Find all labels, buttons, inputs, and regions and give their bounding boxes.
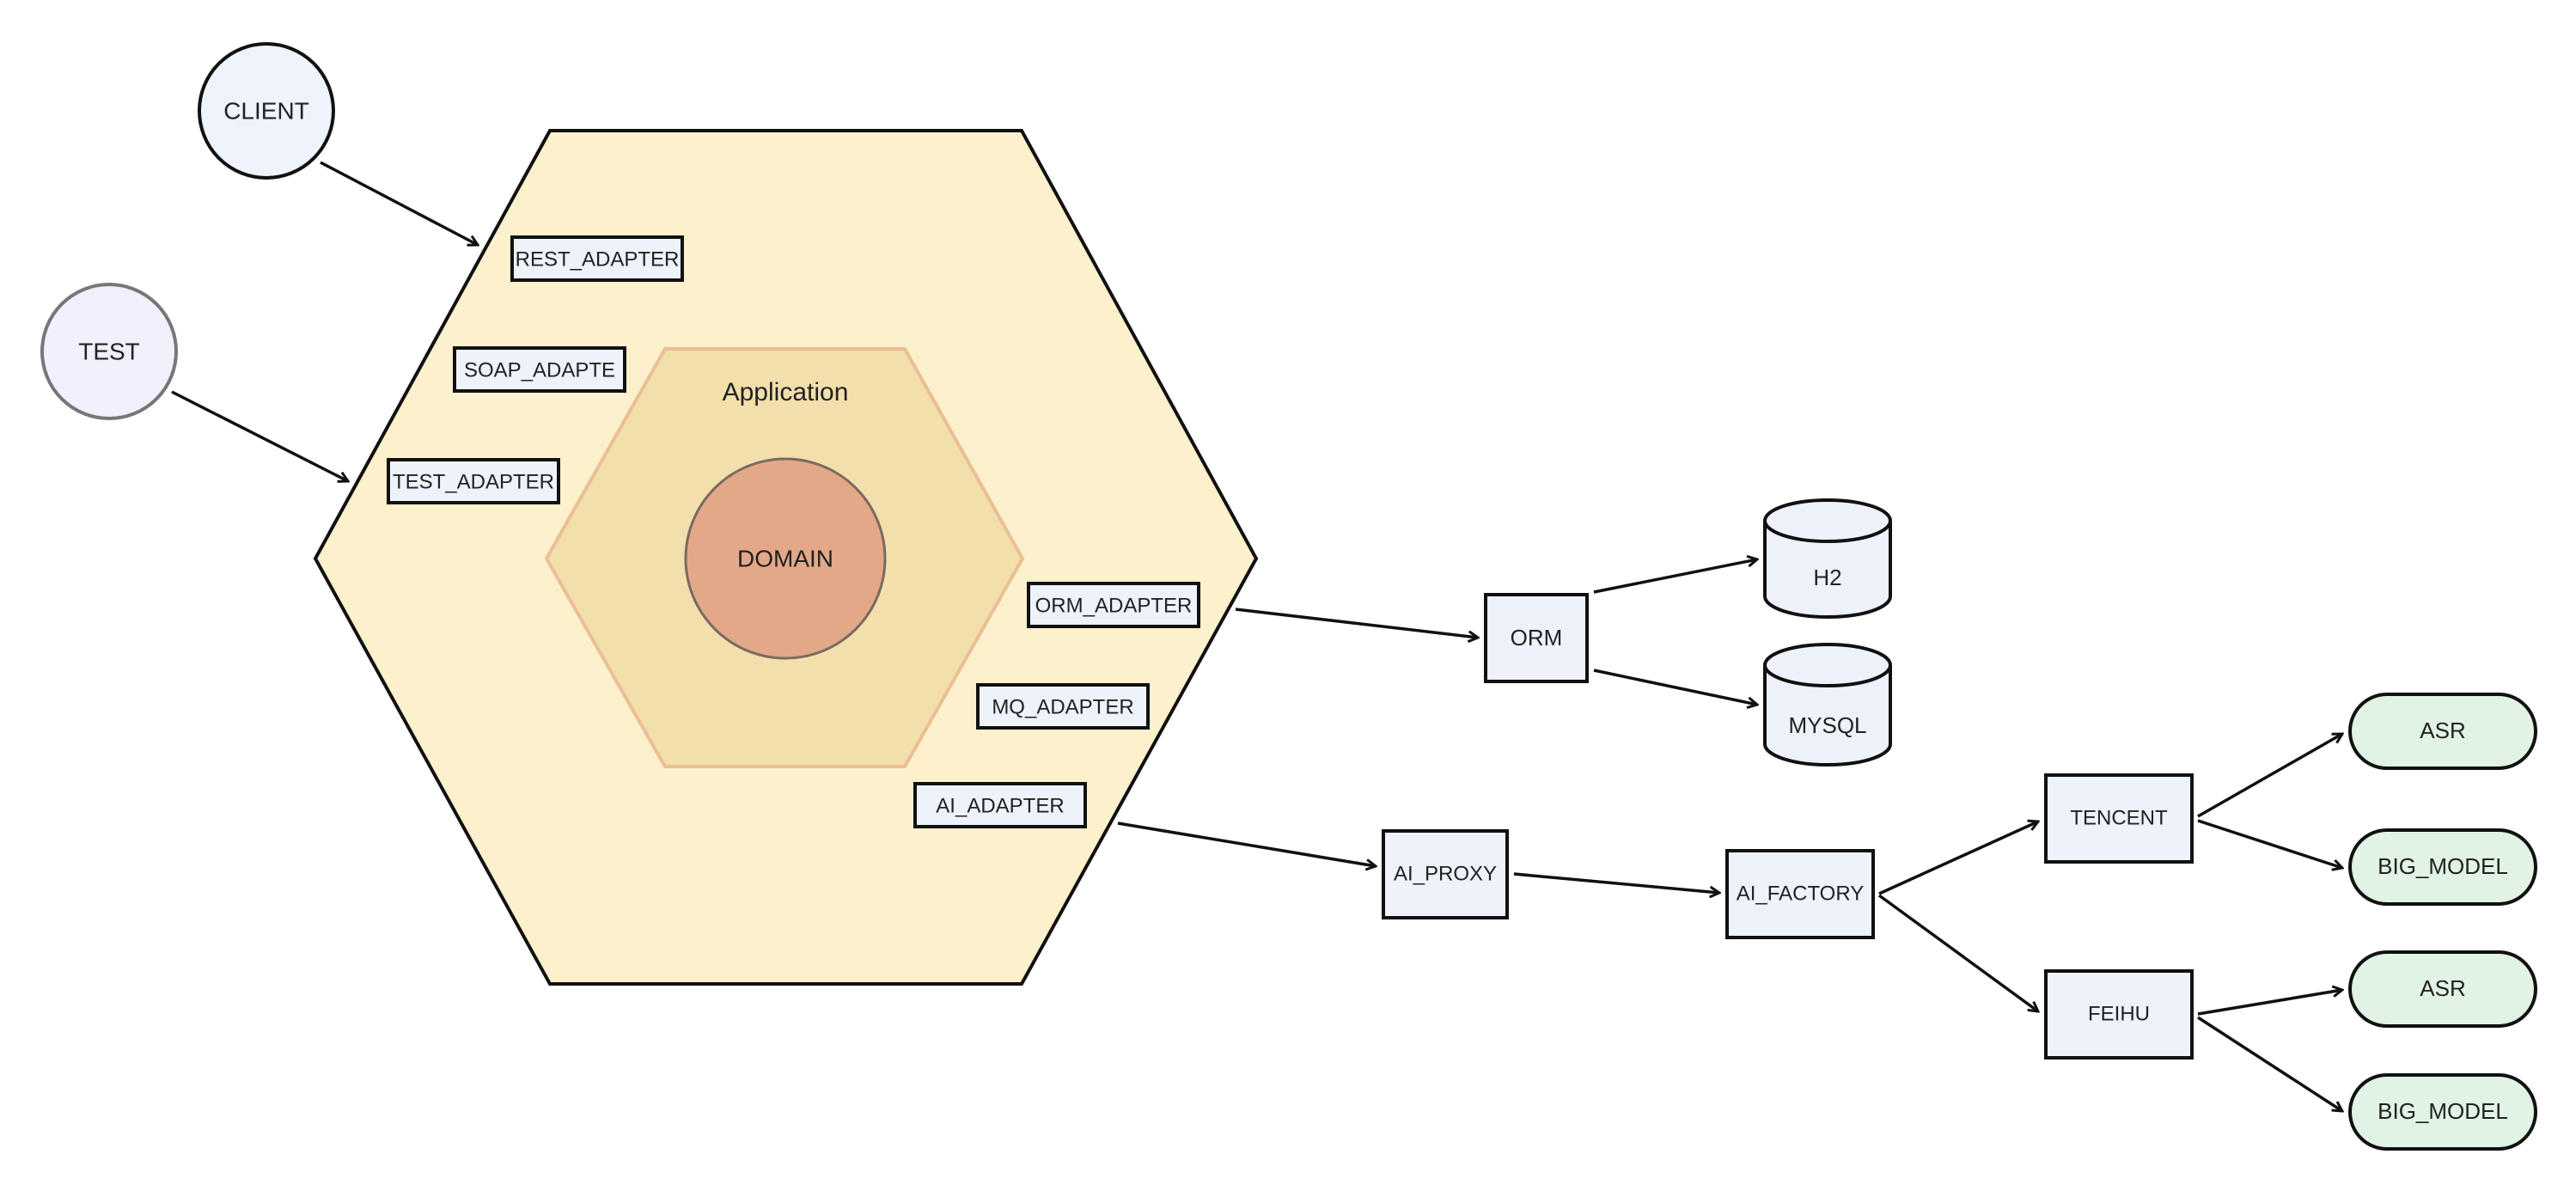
application-label: Application [723,378,849,406]
domain-circle [684,457,887,660]
orm-label: ORM [1511,625,1563,650]
ai-proxy-node: AI_PROXY [1382,829,1509,919]
feihu-asr-label: ASR [2420,975,2465,1001]
tencent-asr-pill: ASR [2348,693,2537,770]
adapter-mq-label: MQ_ADAPTER [992,695,1133,718]
adapter-mq: MQ_ADAPTER [976,683,1150,730]
h2-label: H2 [1813,565,1841,590]
arrow-tencent-to-asr [2197,734,2342,818]
arrow-client-to-rest [320,161,478,245]
arrow-proxy-to-factory [1513,872,1719,893]
feihu-label: FEIHU [2088,1002,2150,1025]
arrow-test-to-test-adapter [171,390,348,481]
ai-proxy-label: AI_PROXY [1394,862,1497,885]
arrow-orm-adapter-to-orm [1235,608,1478,638]
adapter-test-label: TEST_ADAPTER [393,470,554,493]
adapter-orm: ORM_ADAPTER [1027,582,1200,628]
arrow-ai-adapter-to-proxy [1117,821,1376,866]
adapter-soap-label: SOAP_ADAPTE [464,358,615,382]
client-label: CLIENT [223,97,309,124]
test-circle [40,283,178,420]
feihu-big-model-pill: BIG_MODEL [2348,1073,2537,1151]
tencent-label: TENCENT [2070,806,2168,829]
arrow-orm-to-h2 [1593,559,1757,594]
arrow-orm-to-mysql [1593,669,1757,705]
orm-node: ORM [1484,593,1589,683]
feihu-big-model-label: BIG_MODEL [2378,1098,2508,1124]
mysql-database: MYSQL [1763,643,1892,767]
mysql-label: MYSQL [1788,712,1866,738]
h2-database: H2 [1763,498,1892,619]
feihu-asr-pill: ASR [2348,950,2537,1028]
adapter-rest: REST_ADAPTER [510,235,684,282]
ai-factory-node: AI_FACTORY [1725,849,1875,939]
arrow-factory-to-tencent [1878,821,2038,895]
tencent-node: TENCENT [2044,773,2194,864]
tencent-asr-label: ASR [2420,718,2465,743]
arrow-factory-to-feihu [1877,894,2038,1011]
arrow-feihu-to-asr [2197,990,2342,1016]
arrow-feihu-to-big-model [2197,1016,2342,1111]
adapter-ai: AI_ADAPTER [913,782,1087,828]
adapter-ai-label: AI_ADAPTER [936,794,1064,817]
arrow-tencent-to-big-model [2197,819,2342,868]
adapter-test: TEST_ADAPTER [387,458,560,504]
connectors [171,161,2342,1111]
adapter-rest-label: REST_ADAPTER [516,247,680,271]
ai-factory-label: AI_FACTORY [1737,882,1865,905]
domain-label: DOMAIN [737,545,833,571]
tencent-big-model-pill: BIG_MODEL [2348,828,2537,906]
tencent-big-model-label: BIG_MODEL [2378,853,2508,879]
adapter-soap: SOAP_ADAPTE [453,346,626,393]
test-label: TEST [78,338,140,364]
client-circle [198,42,335,180]
feihu-node: FEIHU [2044,969,2194,1060]
adapter-orm-label: ORM_ADAPTER [1035,594,1193,617]
